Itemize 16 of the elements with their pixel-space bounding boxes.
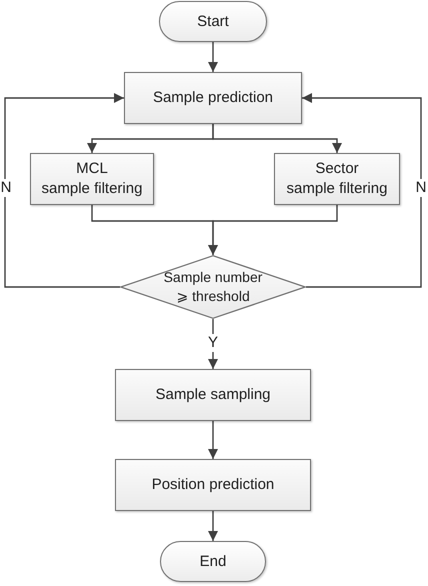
- arrow: [208, 205, 338, 255]
- arrow: [208, 511, 218, 541]
- edge-label: Y: [207, 334, 219, 352]
- decision-label: Sample number ⩾ threshold: [164, 268, 262, 306]
- arrow: [208, 421, 218, 459]
- process-box: Sample sampling: [115, 369, 311, 421]
- process-box: Sector sample filtering: [274, 153, 400, 205]
- edge-label: N: [0, 179, 12, 197]
- arrow: [212, 124, 342, 153]
- process-box: Position prediction: [115, 459, 311, 511]
- arrow: [4, 93, 124, 288]
- process-box: MCL sample filtering: [30, 153, 154, 205]
- arrow: [302, 93, 422, 288]
- edge-label: N: [414, 179, 428, 197]
- arrow: [208, 42, 218, 72]
- process-box: Sample prediction: [124, 72, 302, 124]
